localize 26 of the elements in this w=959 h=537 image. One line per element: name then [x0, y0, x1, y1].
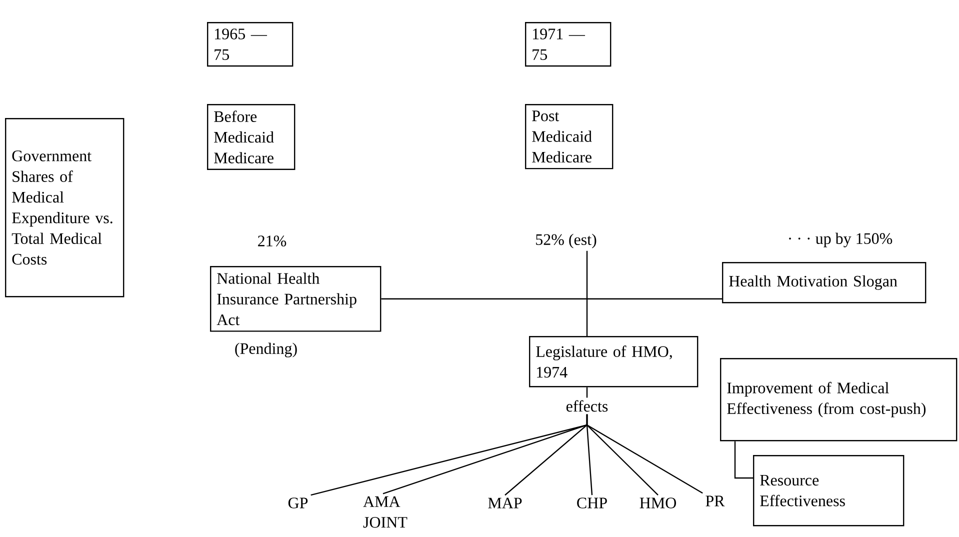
- label-text: effects: [566, 400, 608, 412]
- text-box: Resource Effectiveness: [753, 455, 904, 526]
- text-box: Improvement of Medical Effectiveness (from cost-push): [720, 358, 958, 442]
- note-text: 21%: [258, 236, 286, 246]
- note-text: (Pending): [235, 342, 297, 358]
- text-box: Before Medicaid Medicare: [207, 104, 296, 170]
- text-box: 1965 — 75: [207, 22, 294, 67]
- label-text: AMA JOINT: [363, 496, 408, 528]
- label-text: MAP: [488, 498, 522, 508]
- connector-line: [586, 250, 588, 336]
- connector-line: [586, 387, 588, 398]
- label-text: CHP: [577, 498, 607, 508]
- connector-line: [734, 441, 753, 479]
- label-text: GP: [288, 498, 308, 508]
- text-box: Health Motivation Slogan: [722, 262, 926, 304]
- text-box: Post Medicaid Medicare: [525, 104, 614, 170]
- connector-line: [381, 298, 722, 300]
- text-box: Legislature of HMO, 1974: [529, 336, 698, 388]
- note-text: · · · up by 150%: [789, 232, 892, 248]
- connector-line: [586, 414, 703, 494]
- text-box: 1971 — 75: [525, 22, 612, 67]
- label-text: PR: [706, 496, 725, 506]
- text-box: Government Shares of Medical Expenditure vs. Total Medical Costs: [5, 118, 124, 298]
- text-box: National Health Insurance Partnership Act: [210, 266, 382, 332]
- label-text: 52% (est): [536, 234, 596, 248]
- label-text: HMO: [640, 498, 676, 508]
